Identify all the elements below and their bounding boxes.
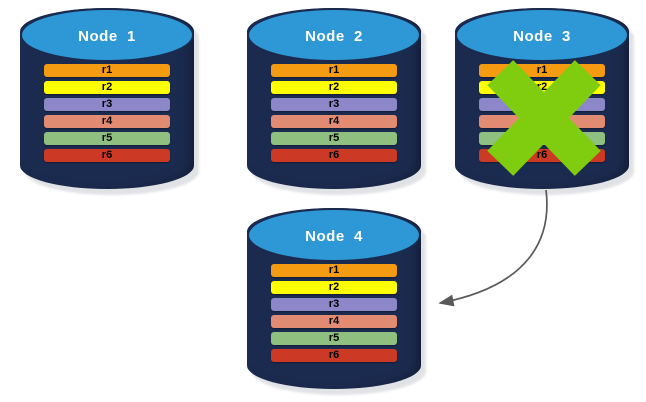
- node-2-rows: r1 r2 r3 r4 r5 r6: [271, 64, 397, 163]
- node-1-rows: r1 r2 r3 r4 r5 r6: [44, 64, 170, 163]
- node-1-row-r2[interactable]: r2: [44, 81, 170, 95]
- row-label: r1: [536, 64, 548, 77]
- row-label: r4: [536, 115, 548, 128]
- row-label: r1: [328, 64, 340, 77]
- node-3-row-r2[interactable]: r2: [479, 81, 605, 95]
- row-label: r6: [101, 149, 113, 162]
- node-3-rows: r1 r2 r3 r4 r5 r6: [479, 64, 605, 163]
- row-label: r3: [328, 98, 340, 111]
- row-label: r4: [101, 115, 113, 128]
- node-4-row-r6[interactable]: r6: [271, 349, 397, 363]
- row-label: r5: [101, 132, 113, 145]
- node-2-row-r2[interactable]: r2: [271, 81, 397, 95]
- row-label: r3: [536, 98, 548, 111]
- node-2-row-r5[interactable]: r5: [271, 132, 397, 146]
- row-label: r4: [328, 315, 340, 328]
- node-3-row-r3[interactable]: r3: [479, 98, 605, 112]
- node-4-row-r4[interactable]: r4: [271, 315, 397, 329]
- node-4[interactable]: Node 4 r1 r2 r3 r4 r5 r6: [247, 208, 426, 395]
- node-2-row-r6[interactable]: r6: [271, 149, 397, 163]
- row-label: r2: [328, 281, 340, 294]
- node-1-row-r3[interactable]: r3: [44, 98, 170, 112]
- node-3[interactable]: Node 3 r1 r2 r3 r4 r5 r6: [455, 8, 634, 195]
- row-label: r5: [328, 332, 340, 345]
- row-label: r3: [328, 298, 340, 311]
- row-label: r2: [328, 81, 340, 94]
- node-1-row-r4[interactable]: r4: [44, 115, 170, 129]
- node-1-top-face: Node 1: [20, 8, 194, 63]
- node-1[interactable]: Node 1 r1 r2 r3 r4 r5 r6: [20, 8, 199, 195]
- row-label: r6: [328, 149, 340, 162]
- node-4-row-r2[interactable]: r2: [271, 281, 397, 295]
- row-label: r5: [536, 132, 548, 145]
- node-4-rows: r1 r2 r3 r4 r5 r6: [271, 264, 397, 363]
- node-1-row-r1[interactable]: r1: [44, 64, 170, 78]
- node-1-row-r6[interactable]: r6: [44, 149, 170, 163]
- node-4-row-r1[interactable]: r1: [271, 264, 397, 278]
- node-4-top-face: Node 4: [247, 208, 421, 263]
- node-3-row-r4[interactable]: r4: [479, 115, 605, 129]
- row-label: r6: [328, 349, 340, 362]
- node-1-row-r5[interactable]: r5: [44, 132, 170, 146]
- node-2-row-r1[interactable]: r1: [271, 64, 397, 78]
- node-3-row-r1[interactable]: r1: [479, 64, 605, 78]
- node-2-top-face: Node 2: [247, 8, 421, 63]
- node-4-row-r5[interactable]: r5: [271, 332, 397, 346]
- node-3-top-face: Node 3: [455, 8, 629, 63]
- row-label: r3: [101, 98, 113, 111]
- node-2-row-r3[interactable]: r3: [271, 98, 397, 112]
- node-3-row-r6[interactable]: r6: [479, 149, 605, 163]
- node-2-title: Node 2: [305, 27, 363, 45]
- row-label: r4: [328, 115, 340, 128]
- row-label: r1: [328, 264, 340, 277]
- node-2[interactable]: Node 2 r1 r2 r3 r4 r5 r6: [247, 8, 426, 195]
- row-label: r5: [328, 132, 340, 145]
- node-3-title: Node 3: [513, 27, 571, 45]
- row-label: r2: [536, 81, 548, 94]
- row-label: r6: [536, 149, 548, 162]
- node-4-title: Node 4: [305, 227, 363, 245]
- node-2-row-r4[interactable]: r4: [271, 115, 397, 129]
- row-label: r1: [101, 64, 113, 77]
- node-1-title: Node 1: [78, 27, 136, 45]
- failover-arrow-path: [438, 189, 548, 307]
- row-label: r2: [101, 81, 113, 94]
- node-3-row-r5[interactable]: r5: [479, 132, 605, 146]
- node-4-row-r3[interactable]: r3: [271, 298, 397, 312]
